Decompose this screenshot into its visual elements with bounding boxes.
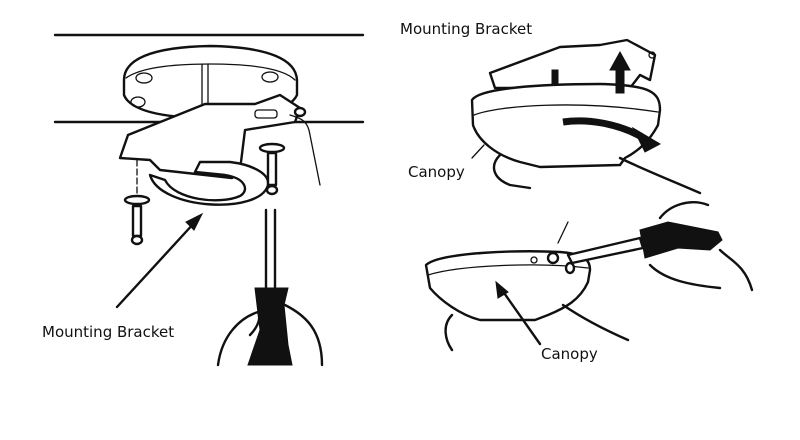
canopy-pointer-arrow-top (471, 144, 485, 159)
mounting-bracket-top (488, 38, 657, 90)
screwdriver-bottom (566, 201, 754, 292)
rotate-arrow (562, 117, 662, 153)
mounting-bracket (118, 93, 321, 206)
canopy-label-top: Canopy (408, 163, 465, 181)
top-right-panel-illustration (470, 38, 702, 195)
mounting-bracket-label-left: Mounting Bracket (42, 323, 175, 341)
screw-right (258, 142, 286, 196)
canopy-pointer-arrow-bottom (495, 280, 542, 346)
bottom-right-panel-illustration (424, 201, 754, 352)
left-panel-illustration (53, 33, 365, 367)
canopy-top (470, 82, 662, 169)
screwdriver (216, 208, 324, 367)
screw-pointer-arrow (557, 221, 569, 244)
outlet-box (122, 44, 299, 120)
screw-left (123, 159, 151, 246)
mounting-bracket-label-top: Mounting Bracket (400, 20, 533, 38)
lift-arrow (609, 50, 631, 94)
canopy-label-bottom: Canopy (541, 345, 598, 363)
bracket-pointer-arrow (115, 212, 204, 309)
canopy-bottom (424, 250, 592, 322)
